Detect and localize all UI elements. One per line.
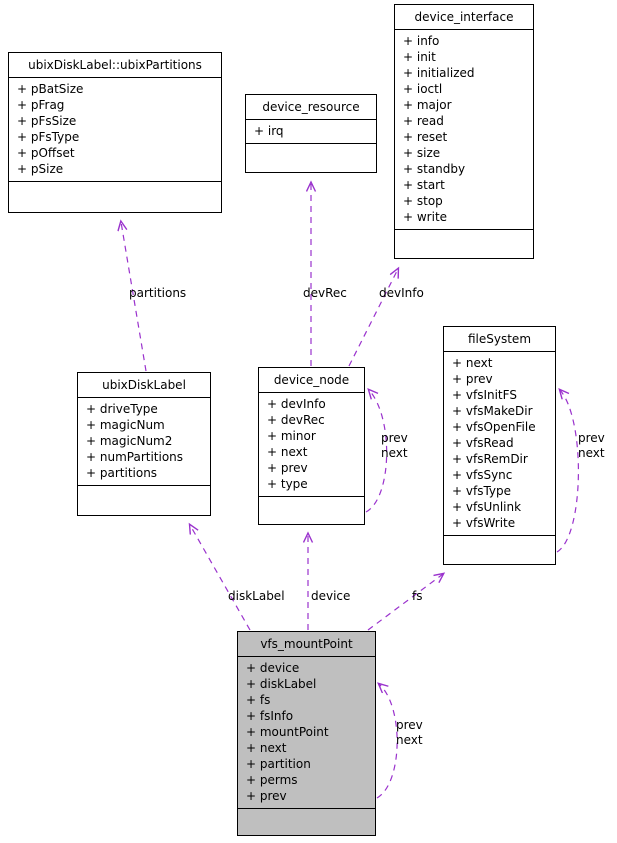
uml-attributes-vfs_mountPoint: + device + diskLabel + fs + fsInfo + mountPo… xyxy=(238,657,375,809)
uml-class-fileSystem[interactable]: fileSystem + next + prev + vfsInitFS + vfsMa… xyxy=(443,326,556,565)
uml-class-device_interface[interactable]: device_interface + info + init + initialize… xyxy=(394,4,534,259)
uml-attribute-row: + device xyxy=(246,661,300,675)
uml-attribute-row: + pSize xyxy=(17,162,64,176)
uml-class-title-ubixDiskLabel: ubixDiskLabel xyxy=(78,373,210,398)
uml-attribute-row: + mountPoint xyxy=(246,725,329,739)
uml-attribute-row: + fsInfo xyxy=(246,709,294,723)
uml-attribute-row: + prev xyxy=(246,789,287,803)
uml-attribute-row: + minor xyxy=(267,429,316,443)
uml-attribute-row: + start xyxy=(403,178,445,192)
uml-attribute-row: + reset xyxy=(403,130,448,144)
edge-label-partitions: partitions xyxy=(129,286,187,300)
uml-attributes-device_node: + devInfo + devRec + minor + next + prev + ty… xyxy=(259,393,364,497)
uml-attribute-row: + size xyxy=(403,146,441,160)
edge-label-fs: fs xyxy=(412,589,423,603)
edge-label-prev-next-mountpoint: prev next xyxy=(396,718,423,747)
uml-attribute-row: + standby xyxy=(403,162,466,176)
uml-attribute-row: + vfsSync xyxy=(452,468,513,482)
uml-attribute-row: + stop xyxy=(403,194,443,208)
uml-class-title-vfs_mountPoint: vfs_mountPoint xyxy=(238,632,375,657)
edge-label-diskLabel: diskLabel xyxy=(228,589,285,603)
uml-attribute-row: + next xyxy=(267,445,308,459)
edge-label-device: device xyxy=(311,589,351,603)
uml-attribute-row: + numPartitions xyxy=(86,450,184,464)
edge-fs xyxy=(367,574,443,631)
uml-attribute-row: + write xyxy=(403,210,448,224)
uml-attribute-row: + pFsSize xyxy=(17,114,77,128)
uml-attribute-row: + irq xyxy=(254,124,284,138)
uml-class-title-device_interface: device_interface xyxy=(395,5,533,30)
uml-attribute-row: + type xyxy=(267,477,308,491)
uml-operations-ubixPartitions xyxy=(9,182,221,204)
uml-attribute-row: + diskLabel xyxy=(246,677,317,691)
uml-attribute-row: + init xyxy=(403,50,436,64)
uml-attributes-ubixPartitions: + pBatSize + pFrag + pFsSize + pFsType + pOf… xyxy=(9,78,221,182)
uml-attribute-row: + ioctl xyxy=(403,82,443,96)
uml-attribute-row: + partition xyxy=(246,757,311,771)
uml-attribute-row: + vfsWrite xyxy=(452,516,516,530)
uml-attribute-row: + next xyxy=(246,741,287,755)
edge-filesystem-self xyxy=(556,390,579,553)
uml-attribute-row: + driveType xyxy=(86,402,158,416)
uml-attribute-row: + vfsRemDir xyxy=(452,452,528,466)
uml-attribute-row: + major xyxy=(403,98,452,112)
uml-class-device_resource[interactable]: device_resource + irq xyxy=(245,94,377,173)
uml-attribute-row: + pFsType xyxy=(17,130,80,144)
uml-attribute-row: + fs xyxy=(246,693,271,707)
uml-attribute-row: + pFrag xyxy=(17,98,65,112)
uml-attribute-row: + initialized xyxy=(403,66,475,80)
edge-label-devInfo: devInfo xyxy=(379,286,424,300)
uml-attribute-row: + vfsRead xyxy=(452,436,514,450)
uml-attributes-ubixDiskLabel: + driveType + magicNum + magicNum2 + numPar… xyxy=(78,398,210,486)
uml-attribute-row: + vfsMakeDir xyxy=(452,404,533,418)
uml-attributes-fileSystem: + next + prev + vfsInitFS + vfsMakeDir + vfs… xyxy=(444,352,555,536)
uml-attribute-row: + magicNum2 xyxy=(86,434,173,448)
uml-attribute-row: + vfsUnlink xyxy=(452,500,522,514)
edge-mountpoint-self xyxy=(376,684,398,799)
uml-class-ubixPartitions[interactable]: ubixDiskLabel::ubixPartitions+ pBatSize+… xyxy=(8,52,222,213)
edge-devInfo xyxy=(348,269,398,367)
uml-attribute-row: + perms xyxy=(246,773,298,787)
uml-operations-device_resource xyxy=(246,144,376,166)
uml-attribute-row: + prev xyxy=(267,461,308,475)
uml-attribute-row: + pOffset xyxy=(17,146,75,160)
uml-attribute-row: + info xyxy=(403,34,440,48)
uml-attribute-row: + vfsOpenFile xyxy=(452,420,536,434)
uml-attribute-row: + magicNum xyxy=(86,418,165,432)
uml-operations-ubixDiskLabel xyxy=(78,486,210,508)
uml-operations-fileSystem xyxy=(444,536,555,558)
edge-label-devRec: devRec xyxy=(303,286,347,300)
uml-operations-device_node xyxy=(259,497,364,519)
uml-attribute-row: + vfsType xyxy=(452,484,512,498)
uml-operations-vfs_mountPoint xyxy=(238,809,375,831)
uml-attributes-device_interface: + info + init + initialized + ioctl + major +… xyxy=(395,30,533,230)
uml-operations-device_interface xyxy=(395,230,533,252)
uml-class-device_node[interactable]: device_node + devInfo + devRec + minor + nex… xyxy=(258,367,365,525)
uml-attribute-row: + devRec xyxy=(267,413,325,427)
uml-attribute-row: + pBatSize xyxy=(17,82,84,96)
uml-attribute-row: + partitions xyxy=(86,466,158,480)
uml-class-title-device_resource: device_resource xyxy=(246,95,376,120)
uml-attribute-row: + devInfo xyxy=(267,397,326,411)
edge-label-prev-next-filesystem: prev next xyxy=(578,431,605,460)
uml-attribute-row: + next xyxy=(452,356,493,370)
uml-attributes-device_resource: + irq xyxy=(246,120,376,144)
uml-class-title-device_node: device_node xyxy=(259,368,364,393)
uml-attribute-row: + prev xyxy=(452,372,493,386)
uml-class-title-ubixPartitions: ubixDiskLabel::ubixPartitions xyxy=(9,53,221,78)
uml-attribute-row: + vfsInitFS xyxy=(452,388,517,402)
edge-diskLabel xyxy=(190,525,251,631)
uml-class-ubixDiskLabel[interactable]: ubixDiskLabel + driveType + magicNum + magi… xyxy=(77,372,211,516)
uml-class-vfs_mountPoint[interactable]: vfs_mountPoint + device + diskLabel + fs + f… xyxy=(237,631,376,836)
uml-attribute-row: + read xyxy=(403,114,444,128)
edge-label-prev-next-device-node: prev next xyxy=(381,431,408,460)
uml-class-title-fileSystem: fileSystem xyxy=(444,327,555,352)
